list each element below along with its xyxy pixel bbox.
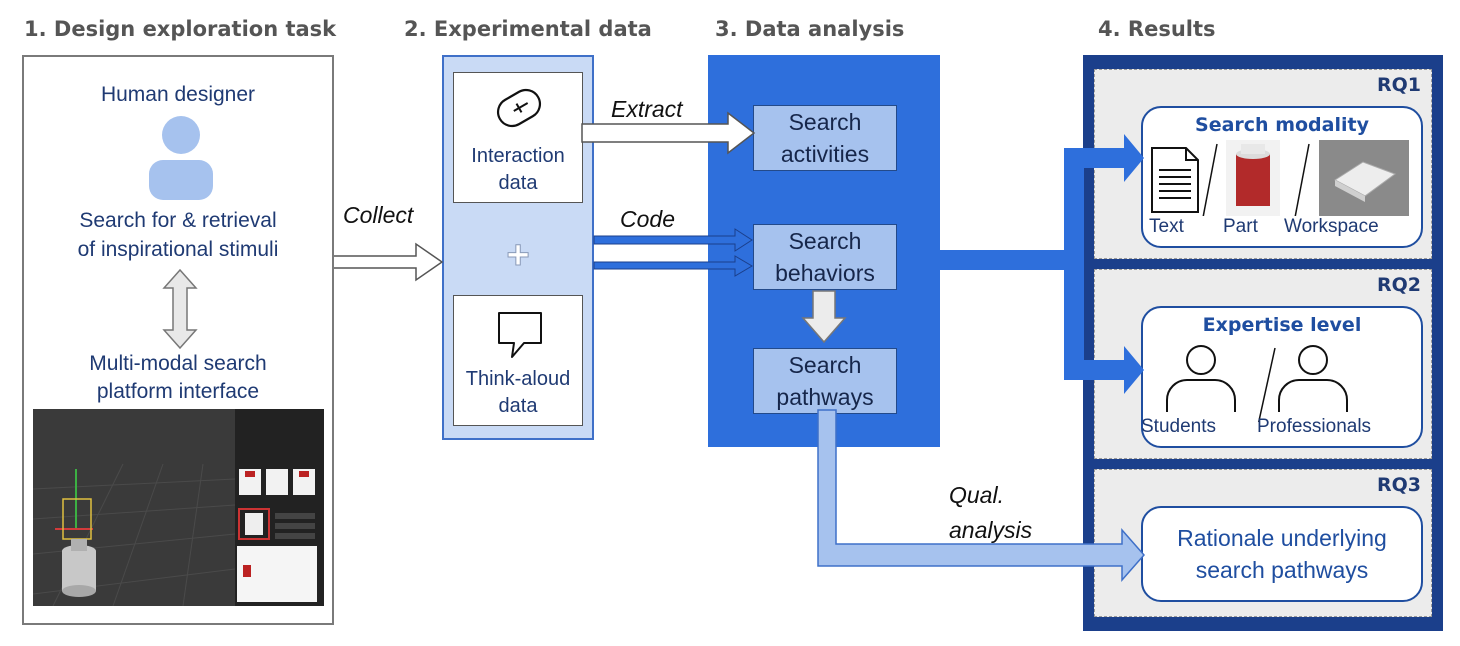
activities-line1: Search xyxy=(788,109,862,135)
student-icon xyxy=(1166,345,1236,412)
heading-design-exploration: 1. Design exploration task xyxy=(24,17,337,41)
think-aloud-data-box: Think-aloud data xyxy=(453,295,583,426)
professionals-caption: Professionals xyxy=(1257,416,1372,437)
modality-icons xyxy=(1151,140,1409,216)
rq2-box: RQ2 Expertise level Students Professiona… xyxy=(1094,269,1432,459)
think-aloud-line1: Think-aloud xyxy=(465,368,571,390)
collect-arrow xyxy=(334,242,444,282)
expertise-level-box: Expertise level Students Professionals xyxy=(1141,306,1423,448)
qual-label-line1: Qual. xyxy=(949,482,1004,508)
rq2-label: RQ2 xyxy=(1376,274,1421,296)
search-modality-title: Search modality xyxy=(1195,114,1369,136)
extract-arrow xyxy=(581,111,756,155)
part-caption: Part xyxy=(1223,216,1258,237)
behaviors-line1: Search xyxy=(788,228,862,254)
mouse-icon xyxy=(496,88,542,128)
search-modality-box: Search modality xyxy=(1141,106,1423,248)
heading-results: 4. Results xyxy=(1098,17,1216,41)
code-label: Code xyxy=(620,206,675,232)
students-caption: Students xyxy=(1141,416,1216,437)
qual-analysis-arrow xyxy=(817,409,1145,582)
behaviors-line2: behaviors xyxy=(775,260,875,286)
search-retrieval-line2: of inspirational stimuli xyxy=(77,238,279,261)
pathways-line2: pathways xyxy=(776,384,874,410)
quant-label-line2: analysis xyxy=(949,222,1033,248)
rq3-box: RQ3 Rationale underlying search pathways xyxy=(1094,469,1432,617)
text-document-icon xyxy=(1151,147,1199,213)
rq1-label: RQ1 xyxy=(1376,74,1421,96)
part-image-icon xyxy=(1226,140,1280,216)
platform-line2: platform interface xyxy=(96,380,260,403)
quant-analysis-arrows xyxy=(940,134,1144,394)
think-aloud-line2: data xyxy=(498,395,538,417)
data-analysis-panel: Search activities Search behaviors Searc… xyxy=(708,55,940,447)
human-designer-label: Human designer xyxy=(100,83,256,106)
heading-experimental-data: 2. Experimental data xyxy=(404,17,652,41)
expertise-level-title: Expertise level xyxy=(1202,314,1362,336)
platform-screenshot-image xyxy=(33,409,324,606)
rationale-box: Rationale underlying search pathways xyxy=(1141,506,1423,602)
experimental-data-panel: Interaction data + Think-aloud data xyxy=(442,55,594,440)
platform-line1: Multi-modal search xyxy=(89,352,267,375)
extract-label: Extract xyxy=(611,96,683,122)
qual-label-line2: analysis xyxy=(949,517,1033,543)
double-arrow-icon xyxy=(162,268,198,350)
code-arrow xyxy=(593,228,753,252)
workspace-image-icon xyxy=(1319,140,1409,216)
heading-data-analysis: 3. Data analysis xyxy=(715,17,905,41)
plus-sign: + xyxy=(506,233,530,278)
collect-label: Collect xyxy=(343,202,414,228)
professional-icon xyxy=(1278,345,1348,412)
activities-line2: activities xyxy=(780,141,870,167)
text-caption: Text xyxy=(1149,216,1184,237)
interaction-data-box: Interaction data xyxy=(453,72,583,203)
pathways-line1: Search xyxy=(788,352,862,378)
rationale-line1: Rationale underlying xyxy=(1177,525,1387,551)
search-behaviors-box: Search behaviors xyxy=(753,224,897,290)
design-exploration-panel: Human designer Search for & retrieval of… xyxy=(22,55,334,625)
expertise-icons xyxy=(1166,345,1348,422)
interaction-line2: data xyxy=(498,172,538,194)
workspace-caption: Workspace xyxy=(1284,216,1379,237)
search-retrieval-line1: Search for & retrieval xyxy=(79,209,277,232)
interaction-line1: Interaction xyxy=(471,145,565,167)
quant-label-line1: Quant. xyxy=(949,187,1019,213)
person-icon xyxy=(149,116,213,200)
search-pathways-box: Search pathways xyxy=(753,348,897,414)
behaviors-to-pathways-arrow xyxy=(801,290,847,344)
rq3-label: RQ3 xyxy=(1376,474,1421,496)
rationale-line2: search pathways xyxy=(1195,557,1369,583)
speech-bubble-icon xyxy=(498,312,542,358)
think-aloud-arrow xyxy=(593,255,753,277)
search-activities-box: Search activities xyxy=(753,105,897,171)
